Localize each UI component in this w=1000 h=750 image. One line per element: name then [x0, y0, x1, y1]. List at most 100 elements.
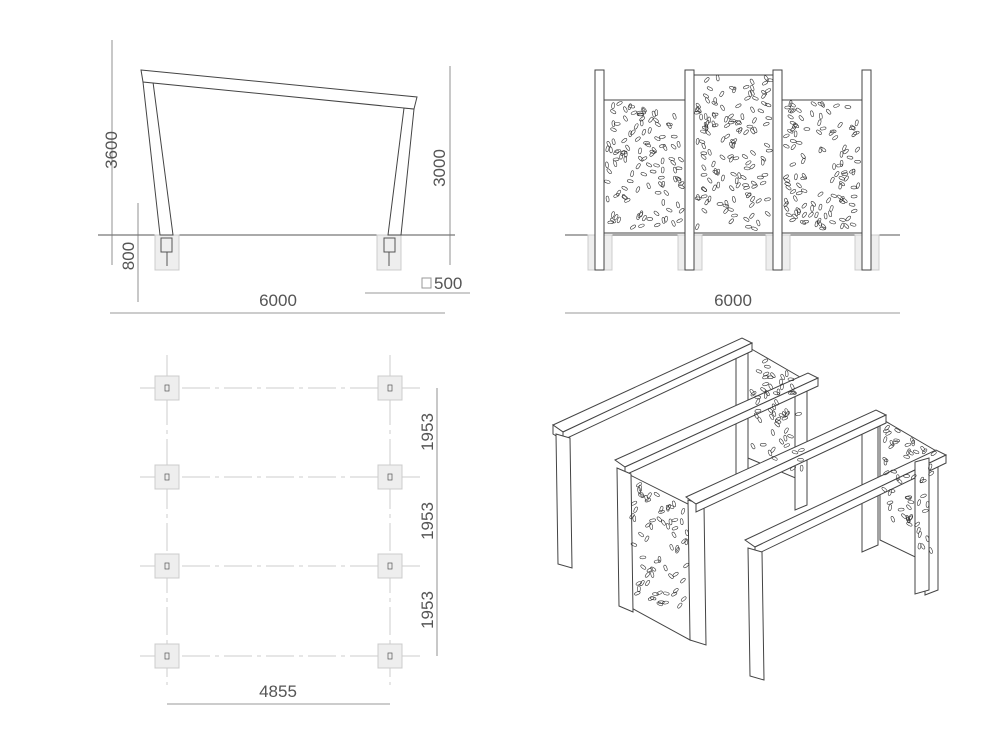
leaf-mark: [678, 157, 684, 163]
leaf-mark: [701, 208, 708, 214]
leaf-mark: [826, 108, 832, 115]
leaf-mark: [721, 174, 725, 182]
leaf-mark: [795, 191, 803, 196]
leaf-mark: [741, 154, 748, 159]
leaf-mark: [784, 408, 789, 415]
decorative-panel: [781, 99, 863, 234]
leaf-mark: [673, 588, 679, 594]
leaf-mark: [907, 450, 914, 456]
leaf-mark: [696, 107, 702, 114]
leaf-mark: [855, 182, 860, 189]
post: [684, 69, 695, 271]
leaf-mark: [695, 105, 700, 113]
leaf-mark: [774, 399, 779, 406]
leaf-mark: [820, 147, 827, 153]
leaf-mark: [776, 388, 781, 396]
leaf-mark: [790, 389, 797, 395]
leaf-mark: [628, 104, 636, 109]
leaf-mark: [609, 146, 613, 154]
leaf-mark: [644, 142, 652, 148]
leaf-mark: [656, 601, 663, 607]
leaf-mark: [785, 212, 792, 217]
leaf-mark: [646, 217, 654, 221]
leaf-mark: [610, 127, 617, 132]
leaf-mark: [700, 173, 708, 177]
front-elevation-view: 6000: [565, 69, 900, 314]
leaf-mark: [839, 181, 845, 187]
leaf-mark: [803, 127, 811, 131]
leaf-mark: [683, 563, 689, 568]
leaf-mark: [638, 223, 645, 228]
dimension-6000-front: 6000: [714, 291, 752, 310]
leaf-mark: [734, 177, 739, 185]
leaf-mark: [671, 220, 676, 227]
leaf-mark: [903, 474, 910, 478]
leaf-mark: [703, 113, 708, 120]
side-elevation-view: 3600 3000 800 500 6000: [98, 40, 470, 314]
leaf-mark: [894, 428, 901, 433]
dimension-3600: 3600: [102, 131, 121, 169]
leaf-mark: [700, 194, 708, 199]
leaf-mark: [762, 358, 769, 364]
post-base-icon: [164, 652, 170, 660]
dimension-500: 500: [434, 274, 462, 293]
leaf-mark: [630, 110, 638, 115]
leaf-mark: [928, 463, 933, 471]
leaf-mark: [820, 101, 825, 108]
leaf-mark: [675, 176, 682, 181]
leaf-mark: [848, 202, 856, 207]
leaf-mark: [839, 160, 844, 167]
leaf-mark: [854, 159, 861, 164]
leaf-mark: [662, 144, 668, 151]
leaf-mark: [801, 157, 806, 164]
post: [861, 69, 872, 271]
leaf-mark: [635, 186, 641, 193]
leaf-mark: [677, 602, 683, 609]
leaf-mark: [627, 103, 632, 110]
leaf-mark: [841, 172, 849, 176]
leaf-mark: [701, 164, 707, 171]
leaf-mark: [630, 224, 636, 230]
leaf-mark: [703, 93, 709, 99]
leaf-mark: [839, 199, 846, 204]
leaf-mark: [636, 213, 641, 220]
leaf-mark: [613, 122, 621, 126]
leaf-mark: [834, 171, 840, 177]
leaf-mark: [850, 185, 858, 190]
leaf-mark: [830, 193, 838, 198]
leaf-mark: [665, 504, 670, 512]
left-post: [142, 81, 174, 236]
leaf-mark: [774, 419, 782, 424]
leaf-mark: [606, 168, 612, 174]
leaf-mark: [842, 144, 847, 151]
leaf-mark: [611, 211, 615, 218]
leaf-mark: [614, 149, 621, 153]
leaf-mark: [657, 556, 662, 563]
post-base-icon: [387, 473, 393, 481]
leaf-mark: [695, 138, 700, 145]
leaf-mark: [728, 113, 734, 119]
leaf-mark: [676, 141, 681, 148]
leaf-mark: [675, 166, 683, 171]
leaf-mark: [736, 127, 743, 132]
leaf-mark: [728, 218, 734, 225]
leaf-mark: [649, 169, 657, 174]
leaf-mark: [650, 571, 655, 578]
leaf-mark: [633, 506, 638, 513]
leaf-mark: [658, 181, 664, 187]
leaf-mark: [787, 114, 794, 120]
leaf-mark: [737, 172, 742, 179]
leaf-mark: [701, 186, 707, 192]
leaf-mark: [699, 113, 703, 121]
leaf-mark: [886, 500, 894, 505]
leaf-mark: [613, 160, 618, 167]
leaf-mark: [650, 566, 657, 572]
leaf-mark: [724, 199, 729, 207]
leaf-mark: [829, 220, 836, 225]
dimension-spacing-2: 1953: [418, 502, 437, 540]
leaf-mark: [735, 182, 741, 189]
leaf-mark: [798, 115, 804, 121]
leaf-mark: [801, 173, 807, 180]
leaf-mark: [756, 219, 761, 227]
leaf-mark: [851, 209, 858, 213]
